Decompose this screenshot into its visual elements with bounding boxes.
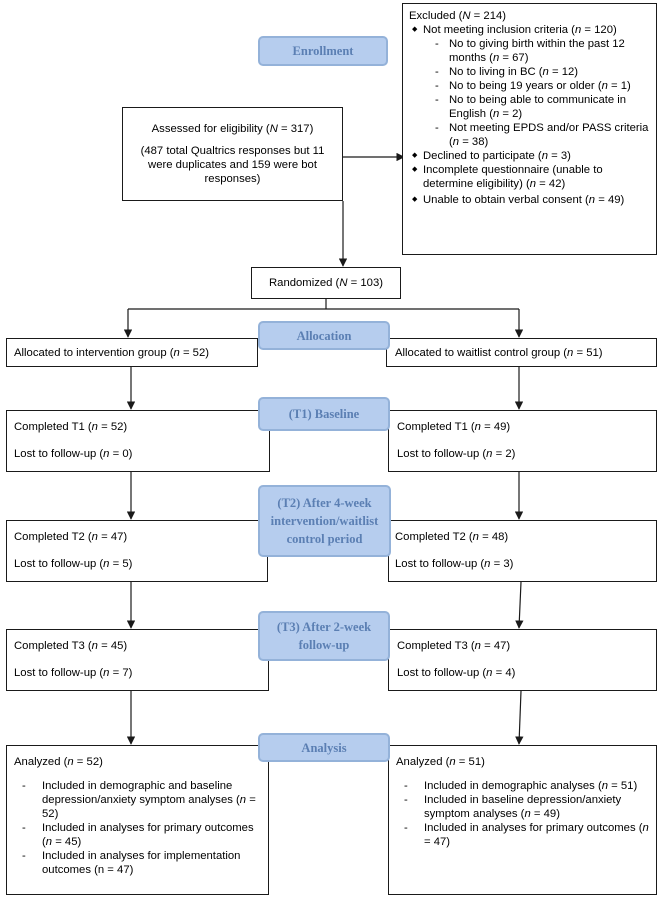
reason-english: No to being able to communicate in Engli… [409, 93, 650, 121]
t1-left-lost: Lost to follow-up (n = 0) [14, 448, 133, 460]
reason-epds-pass: Not meeting EPDS and/or PASS criteria (n… [409, 121, 650, 149]
arrow-t3-to-analysis-right [515, 690, 524, 745]
excluded-title: Excluded (N = 214) [409, 10, 507, 22]
excluded-incomplete: Incomplete questionnaire (unable to dete… [409, 163, 650, 191]
stage-allocation: Allocation [258, 321, 390, 350]
stage-analysis: Analysis [258, 733, 390, 762]
analysis-right-item-primary: Included in analyses for primary outcome… [396, 821, 649, 849]
stage-baseline: (T1) Baseline [258, 397, 390, 431]
reason-age: No to being 19 years or older (n = 1) [409, 79, 650, 93]
t3-left-box: Completed T3 (n = 45) Lost to follow-up … [6, 629, 269, 691]
stage-enrollment: Enrollment [258, 36, 388, 66]
analysis-right-item-demographic: Included in demographic analyses (n = 51… [396, 779, 649, 793]
analysis-left-item-baseline: Included in demographic and baseline dep… [14, 779, 261, 821]
t1-right-box: Completed T1 (n = 49) Lost to follow-up … [388, 410, 657, 472]
t2-left-box: Completed T2 (n = 47) Lost to follow-up … [6, 520, 268, 582]
t2-right-completed: Completed T2 (n = 48) [395, 531, 509, 543]
assessed-box: Assessed for eligibility (N = 317) (487 … [122, 107, 343, 201]
analysis-right-box: Analyzed (n = 51) Included in demographi… [388, 745, 657, 895]
reason-bc: No to living in BC (n = 12) [409, 65, 650, 79]
analysis-left-item-implementation: Included in analyses for implementation … [14, 849, 261, 877]
t1-right-lost: Lost to follow-up (n = 2) [397, 448, 516, 460]
stage-t3: (T3) After 2-week follow-up [258, 611, 390, 661]
assessed-note: (487 total Qualtrics responses but 11 we… [140, 145, 325, 185]
randomized-label: Randomized (N = 103) [269, 277, 383, 289]
allocation-right-label: Allocated to waitlist control group (n =… [395, 347, 603, 359]
allocation-left-label: Allocated to intervention group (n = 52) [14, 347, 210, 359]
analysis-left-item-primary: Included in analyses for primary outcome… [14, 821, 261, 849]
analysis-right-item-baseline: Included in baseline depression/anxiety … [396, 793, 649, 821]
excluded-unable-consent: Unable to obtain verbal consent (n = 49) [409, 193, 650, 207]
excluded-not-meeting: Not meeting inclusion criteria (n = 120) [409, 23, 650, 37]
excluded-box: Excluded (N = 214) Not meeting inclusion… [402, 3, 657, 255]
t3-right-completed: Completed T3 (n = 47) [397, 640, 511, 652]
t3-right-box: Completed T3 (n = 47) Lost to follow-up … [388, 629, 657, 691]
t2-left-completed: Completed T2 (n = 47) [14, 531, 128, 543]
t3-left-lost: Lost to follow-up (n = 7) [14, 667, 133, 679]
t1-right-completed: Completed T1 (n = 49) [397, 421, 511, 433]
t2-right-lost: Lost to follow-up (n = 3) [395, 558, 514, 570]
allocation-left-box: Allocated to intervention group (n = 52) [6, 338, 258, 367]
analysis-left-header: Analyzed (n = 52) [14, 756, 103, 768]
arrow-t2-to-t3-right [515, 581, 524, 629]
excluded-declined: Declined to participate (n = 3) [409, 149, 650, 163]
t2-left-lost: Lost to follow-up (n = 5) [14, 558, 133, 570]
reason-birth: No to giving birth within the past 12 mo… [409, 37, 650, 65]
randomized-box: Randomized (N = 103) [251, 267, 401, 299]
analysis-left-box: Analyzed (n = 52) Included in demographi… [6, 745, 269, 895]
t1-left-completed: Completed T1 (n = 52) [14, 421, 128, 433]
t3-right-lost: Lost to follow-up (n = 4) [397, 667, 516, 679]
t2-right-box: Completed T2 (n = 48) Lost to follow-up … [388, 520, 657, 582]
allocation-right-box: Allocated to waitlist control group (n =… [386, 338, 657, 367]
t3-left-completed: Completed T3 (n = 45) [14, 640, 128, 652]
stage-t2: (T2) After 4-week intervention/waitlist … [258, 485, 391, 557]
assessed-title: Assessed for eligibility (N = 317) [151, 123, 314, 135]
t1-left-box: Completed T1 (n = 52) Lost to follow-up … [6, 410, 270, 472]
analysis-right-header: Analyzed (n = 51) [396, 756, 485, 768]
